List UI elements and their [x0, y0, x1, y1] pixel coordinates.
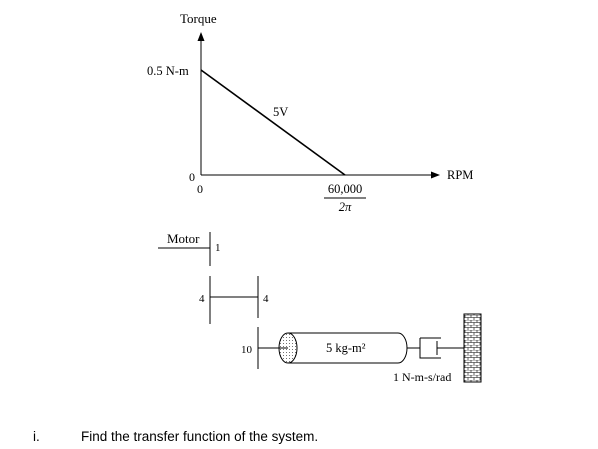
fixed-wall — [463, 313, 482, 383]
origin-y-label: 0 — [189, 170, 195, 184]
torque-speed-graph: Torque 0.5 N-m 0 0 5V RPM 60,000 2π — [147, 11, 473, 214]
x-axis-label: RPM — [447, 168, 473, 182]
question-number: i. — [33, 429, 40, 444]
inertia-cylinder — [278, 332, 408, 364]
gear-4-teeth-label: 10 — [241, 344, 253, 356]
origin-x-label: 0 — [197, 182, 203, 196]
gear-train: Motor 1 4 4 10 5 kg-m² 1 N-m-s/rad — [158, 231, 482, 384]
y-axis-label: Torque — [180, 11, 217, 26]
damper-label: 1 N-m-s/rad — [393, 370, 451, 384]
torque-speed-line — [200, 69, 346, 176]
y-axis-arrowhead — [197, 32, 205, 41]
x-tick-denominator: 2π — [339, 200, 352, 214]
y-tick-label: 0.5 N-m — [147, 64, 189, 78]
question-text: Find the transfer function of the system… — [81, 429, 319, 444]
x-axis-arrowhead — [431, 171, 440, 179]
x-tick-numerator: 60,000 — [328, 182, 362, 196]
gear-1-teeth-label: 1 — [215, 242, 221, 254]
inertia-label: 5 kg-m² — [326, 341, 366, 355]
motor-label: Motor — [167, 231, 200, 246]
gear-2-teeth-label: 4 — [199, 293, 205, 305]
gear-3-teeth-label: 4 — [263, 293, 269, 305]
viscous-damper — [419, 337, 464, 359]
line-label: 5V — [273, 105, 288, 119]
